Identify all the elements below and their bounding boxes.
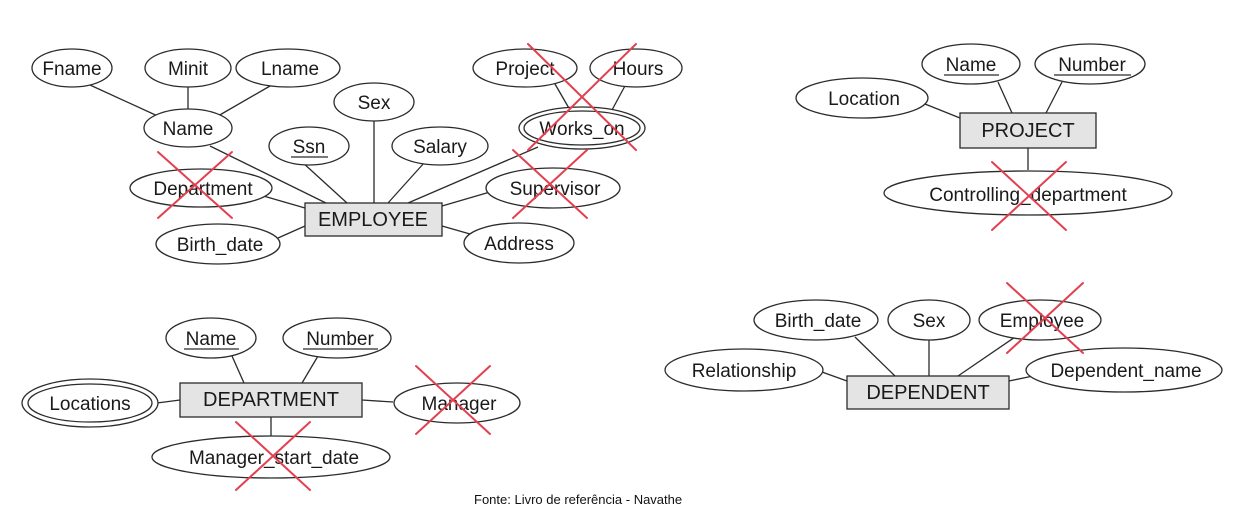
lname-label: Lname (261, 59, 319, 80)
ssn-label: Ssn (293, 137, 326, 158)
cross-out-marks (157, 43, 1084, 491)
cross-mark-manager (415, 365, 491, 435)
location-attribute (795, 77, 929, 119)
department-label: Department (153, 179, 253, 200)
name-label: Name (163, 119, 214, 140)
birth-date-attribute (155, 223, 281, 265)
hours-attribute (589, 48, 683, 88)
location-label: Location (828, 89, 900, 110)
dependent-name-label: Dependent_name (1050, 361, 1201, 382)
address-label: Address (484, 234, 554, 255)
works-on-attribute (523, 110, 641, 146)
dependent-entity-label: DEPENDENT (866, 382, 989, 404)
cross-mark-department (157, 151, 233, 219)
project-number-attribute (1034, 43, 1146, 85)
dependent-sex-attribute (887, 299, 971, 341)
employee-entity-label: EMPLOYEE (318, 209, 428, 231)
dependent-entity (846, 375, 1010, 410)
project-attribute (472, 48, 578, 88)
department-number-label: Number (306, 329, 374, 350)
project-group: PROJECT Name Number Location Controlling… (795, 43, 1173, 216)
department-attribute (129, 168, 273, 208)
locations-label: Locations (49, 394, 130, 415)
minit-attribute (144, 48, 232, 88)
birth-date-label: Birth_date (177, 235, 264, 256)
project-entity (959, 112, 1097, 149)
department-number-attribute (282, 317, 392, 359)
dependent-group: DEPENDENT Birth_date Sex Employee Relati… (664, 299, 1223, 410)
dependent-sex-label: Sex (913, 311, 946, 332)
project-label: Project (495, 59, 555, 80)
relationship-label: Relationship (692, 361, 797, 382)
cross-mark-employee (1006, 282, 1084, 354)
employee-group: EMPLOYEE Fname Minit Lname Name Sex Ssn … (31, 48, 683, 265)
minit-label: Minit (168, 59, 209, 80)
cross-mark-manager-start-date (235, 421, 311, 491)
department-name-label: Name (186, 329, 237, 350)
salary-label: Salary (413, 137, 467, 158)
name-attribute (143, 108, 233, 148)
employee-attribute (978, 299, 1102, 341)
project-name-label: Name (946, 55, 997, 76)
project-entity-label: PROJECT (981, 120, 1074, 142)
department-entity (179, 382, 363, 418)
source-caption: Fonte: Livro de referência - Navathe (474, 492, 683, 507)
dependent-birth-date-label: Birth_date (775, 311, 862, 332)
works-on-label: Works_on (539, 119, 624, 140)
manager-start-date-label: Manager_start_date (189, 448, 359, 469)
salary-attribute (391, 126, 489, 166)
project-name-attribute (921, 43, 1021, 85)
locations-attribute (27, 383, 153, 423)
dependent-name-attribute (1025, 347, 1223, 393)
hours-label: Hours (613, 59, 664, 80)
department-name-attribute (165, 317, 257, 359)
relationship-attribute (664, 348, 824, 392)
cross-mark-controlling-department (991, 161, 1067, 231)
lname-attribute (235, 48, 341, 88)
cross-mark-works-on (527, 43, 637, 151)
address-attribute (463, 222, 575, 264)
dependent-birth-date-attribute (753, 299, 879, 341)
controlling-department-attribute (883, 170, 1173, 216)
cross-mark-supervisor (512, 149, 588, 219)
ssn-attribute (268, 126, 350, 166)
employee-entity (304, 202, 443, 237)
project-number-label: Number (1058, 55, 1126, 76)
fname-attribute (31, 48, 113, 88)
sex-attribute (333, 82, 415, 122)
fname-label: Fname (42, 59, 101, 80)
department-entity-label: DEPARTMENT (203, 389, 339, 411)
sex-label: Sex (358, 93, 391, 114)
